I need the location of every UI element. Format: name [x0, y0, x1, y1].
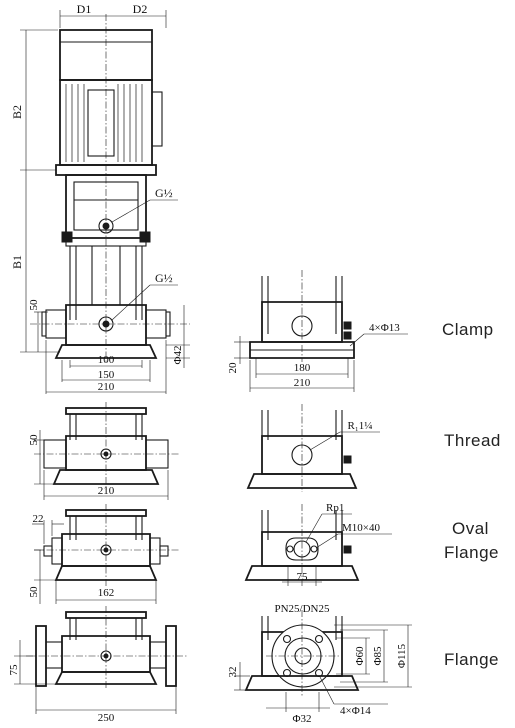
thread-pump-elevation	[34, 402, 180, 490]
dim-w100: 100	[98, 354, 115, 366]
dim-w150: 150	[98, 369, 115, 381]
clamp-dimensions: 4×Φ13 20 180 210	[227, 322, 408, 392]
main-pump-elevation	[30, 14, 190, 362]
dim-w75-oval: 75	[297, 571, 309, 583]
dim-w22: 22	[33, 513, 44, 525]
dim-w210-clamp: 210	[294, 377, 311, 389]
label-thread: Thread	[444, 431, 501, 450]
label-flange: Flange	[444, 650, 499, 669]
dim-phi60: Φ60	[354, 646, 366, 666]
dim-thread-spec: R₁1¼	[348, 420, 373, 432]
thread-dimensions: 50 210	[28, 430, 169, 500]
dim-h50-main: 50	[28, 299, 40, 311]
dim-m10x40: M10×40	[342, 522, 380, 534]
oval-dimensions: 22 50 162	[28, 513, 157, 604]
dim-w162: 162	[98, 587, 115, 599]
dim-w180-clamp: 180	[294, 362, 311, 374]
dim-pn-dn: PN25/DN25	[274, 603, 330, 615]
oval-pump-elevation	[34, 504, 180, 586]
main-dimensions: D1 D2 B2 B1 G½ G½ 50 Φ42 100 150	[10, 2, 190, 394]
dim-phi42: Φ42	[172, 345, 184, 364]
dim-h50-thread: 50	[28, 434, 40, 446]
dim-g-upper: G½	[155, 186, 173, 200]
label-oval: Oval	[452, 519, 489, 538]
dim-phi32: Φ32	[292, 713, 311, 725]
dim-phi115: Φ115	[396, 643, 408, 668]
flange-base-view	[244, 610, 360, 696]
label-oval-flange: Flange	[444, 543, 499, 562]
dim-g-lower: G½	[155, 271, 173, 285]
dim-flange-holes: 4×Φ14	[340, 705, 371, 717]
dim-h75-flange: 75	[8, 664, 20, 676]
dim-clamp-holes: 4×Φ13	[369, 322, 400, 334]
dim-d2: D2	[133, 2, 148, 16]
dim-h20-clamp: 20	[227, 362, 239, 374]
dim-w250: 250	[98, 712, 115, 724]
dim-w210-thread: 210	[98, 485, 115, 497]
dim-w210-main: 210	[98, 381, 115, 393]
label-clamp: Clamp	[442, 320, 494, 339]
dim-h32-flange: 32	[227, 667, 239, 678]
dim-b1: B1	[10, 255, 24, 269]
oval-base-view	[244, 504, 360, 586]
oval-right-dimensions: Rp1 M10×40 75	[282, 502, 392, 586]
flange-right-dimensions: PN25/DN25 Φ60 Φ85 Φ115 32 Φ32 4×Φ14	[227, 603, 412, 725]
thread-right-dimensions: R₁1¼	[309, 420, 380, 451]
flange-pump-elevation	[26, 606, 188, 690]
dim-b2: B2	[10, 105, 24, 119]
clamp-base-view	[249, 270, 355, 362]
dim-d1: D1	[77, 2, 92, 16]
flange-dimensions: 75 250	[8, 640, 177, 724]
dim-phi85: Φ85	[372, 646, 384, 666]
dim-h50-oval: 50	[28, 586, 40, 598]
dim-rp1: Rp1	[326, 502, 344, 514]
thread-base-view	[246, 404, 358, 492]
